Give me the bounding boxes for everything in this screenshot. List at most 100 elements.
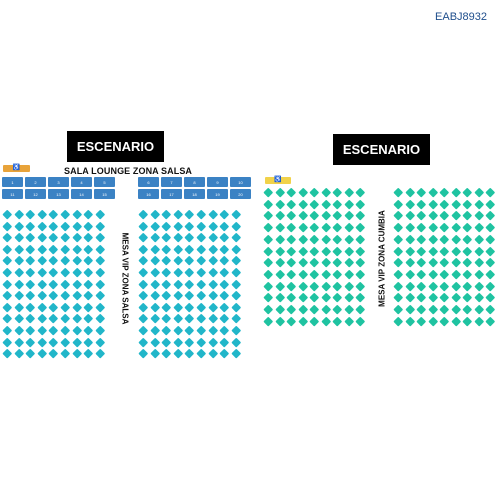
cumbia-seat[interactable] — [393, 269, 403, 279]
salsa-seat[interactable] — [2, 314, 12, 324]
cumbia-seat[interactable] — [439, 246, 449, 256]
salsa-seat[interactable] — [60, 267, 70, 277]
salsa-seat[interactable] — [196, 221, 206, 231]
cumbia-seat[interactable] — [298, 246, 308, 256]
salsa-seat[interactable] — [49, 267, 59, 277]
cumbia-seat[interactable] — [416, 281, 426, 291]
salsa-seat[interactable] — [219, 348, 230, 359]
cumbia-seat[interactable] — [428, 222, 438, 232]
cumbia-seat[interactable] — [344, 187, 354, 197]
cumbia-seat[interactable] — [439, 269, 449, 279]
salsa-seat[interactable] — [49, 302, 59, 312]
cumbia-seat[interactable] — [344, 246, 354, 256]
cumbia-seat[interactable] — [474, 222, 484, 232]
cumbia-seat[interactable] — [321, 246, 331, 256]
salsa-seat[interactable] — [150, 232, 160, 243]
cumbia-seat[interactable] — [474, 211, 484, 221]
cumbia-seat[interactable] — [462, 257, 472, 268]
cumbia-seat[interactable] — [451, 316, 461, 326]
cumbia-seat[interactable] — [321, 211, 331, 221]
cumbia-seat[interactable] — [474, 304, 484, 314]
salsa-seat[interactable] — [196, 314, 206, 324]
cumbia-seat[interactable] — [263, 316, 273, 326]
salsa-seat[interactable] — [14, 244, 24, 254]
salsa-seat[interactable] — [185, 232, 195, 243]
cumbia-seat[interactable] — [474, 292, 484, 303]
salsa-seat[interactable] — [208, 314, 218, 324]
cumbia-seat[interactable] — [428, 281, 438, 291]
cumbia-seat[interactable] — [474, 199, 484, 209]
salsa-seat[interactable] — [2, 325, 12, 335]
salsa-seat[interactable] — [49, 337, 59, 347]
salsa-seat[interactable] — [196, 348, 206, 359]
cumbia-seat[interactable] — [286, 211, 296, 221]
salsa-seat[interactable] — [83, 209, 94, 219]
cumbia-seat[interactable] — [451, 281, 461, 291]
salsa-seat[interactable] — [138, 267, 148, 277]
cumbia-seat[interactable] — [393, 234, 403, 244]
cumbia-seat[interactable] — [275, 316, 285, 326]
cumbia-seat[interactable] — [393, 281, 403, 291]
cumbia-seat[interactable] — [321, 292, 331, 303]
salsa-seat[interactable] — [208, 256, 218, 266]
salsa-seat[interactable] — [72, 267, 82, 277]
salsa-seat[interactable] — [219, 314, 230, 324]
cumbia-seat[interactable] — [263, 211, 273, 221]
cumbia-seat[interactable] — [332, 222, 342, 232]
salsa-seat[interactable] — [95, 337, 105, 347]
cumbia-seat[interactable] — [355, 257, 365, 268]
salsa-seat[interactable] — [2, 290, 12, 301]
cumbia-seat[interactable] — [405, 222, 415, 232]
cumbia-seat[interactable] — [309, 281, 319, 291]
cumbia-seat[interactable] — [485, 234, 495, 244]
cumbia-seat[interactable] — [355, 304, 365, 314]
salsa-seat[interactable] — [173, 267, 183, 277]
cumbia-seat[interactable] — [275, 281, 285, 291]
cumbia-seat[interactable] — [416, 187, 426, 197]
salsa-seat[interactable] — [150, 209, 160, 219]
cumbia-seat[interactable] — [286, 292, 296, 303]
salsa-seat[interactable] — [83, 267, 94, 277]
cumbia-seat[interactable] — [393, 211, 403, 221]
salsa-seat[interactable] — [83, 348, 94, 359]
cumbia-seat[interactable] — [332, 234, 342, 244]
cumbia-seat[interactable] — [275, 257, 285, 268]
cumbia-seat[interactable] — [474, 281, 484, 291]
salsa-seat[interactable] — [231, 232, 241, 243]
cumbia-seat[interactable] — [451, 246, 461, 256]
salsa-seat[interactable] — [37, 302, 47, 312]
salsa-seat[interactable] — [161, 232, 172, 243]
salsa-seat[interactable] — [161, 325, 172, 335]
salsa-seat[interactable] — [49, 348, 59, 359]
cumbia-seat[interactable] — [344, 281, 354, 291]
salsa-seat[interactable] — [161, 314, 172, 324]
cumbia-seat[interactable] — [332, 257, 342, 268]
cumbia-seat[interactable] — [355, 199, 365, 209]
salsa-seat[interactable] — [72, 256, 82, 266]
salsa-seat[interactable] — [231, 221, 241, 231]
salsa-seat[interactable] — [37, 221, 47, 231]
lounge-box-12[interactable]: 12 — [25, 189, 46, 199]
salsa-seat[interactable] — [49, 325, 59, 335]
salsa-seat[interactable] — [49, 279, 59, 289]
cumbia-seat[interactable] — [439, 187, 449, 197]
cumbia-seat[interactable] — [355, 292, 365, 303]
salsa-seat[interactable] — [37, 290, 47, 301]
salsa-seat[interactable] — [219, 244, 230, 254]
salsa-seat[interactable] — [2, 348, 12, 359]
lounge-box-13[interactable]: 13 — [48, 189, 69, 199]
lounge-box-2[interactable]: 2 — [25, 177, 46, 187]
salsa-seat[interactable] — [185, 244, 195, 254]
salsa-seat[interactable] — [185, 279, 195, 289]
cumbia-seat[interactable] — [451, 222, 461, 232]
salsa-seat[interactable] — [49, 290, 59, 301]
cumbia-seat[interactable] — [485, 292, 495, 303]
lounge-box-11[interactable]: 11 — [2, 189, 23, 199]
cumbia-seat[interactable] — [416, 316, 426, 326]
salsa-seat[interactable] — [14, 290, 24, 301]
salsa-seat[interactable] — [14, 302, 24, 312]
cumbia-seat[interactable] — [309, 222, 319, 232]
cumbia-seat[interactable] — [332, 292, 342, 303]
cumbia-seat[interactable] — [355, 234, 365, 244]
salsa-seat[interactable] — [185, 348, 195, 359]
